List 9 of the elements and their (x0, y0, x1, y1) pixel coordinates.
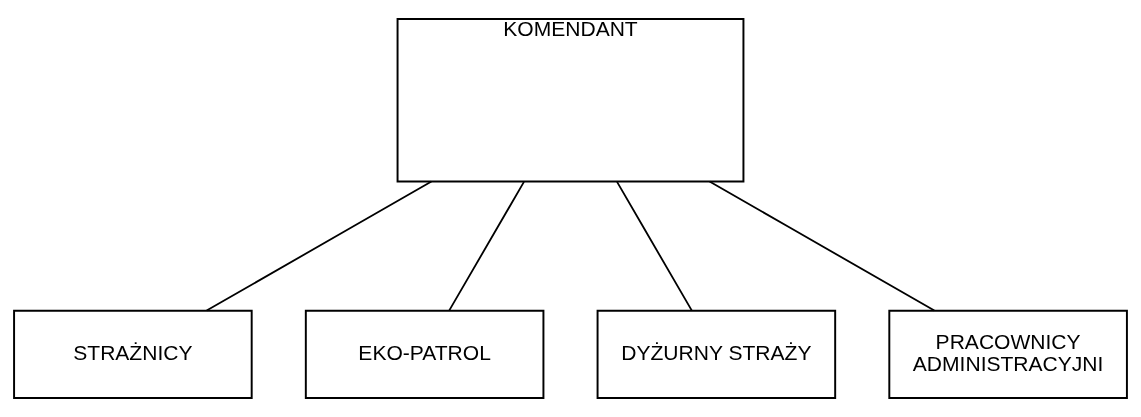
connector (448, 181, 525, 312)
node-box: EKO-PATROL (304, 309, 545, 399)
connector (708, 180, 936, 312)
node-box: PRACOWNICY ADMINISTRACYJNI (888, 309, 1128, 399)
node-box: STRAŻNICY (13, 309, 253, 399)
node-box: KOMENDANT (396, 18, 745, 183)
node-box: DYŻURNY STRAŻY (596, 309, 837, 399)
connector (205, 180, 433, 312)
connector (616, 181, 693, 312)
